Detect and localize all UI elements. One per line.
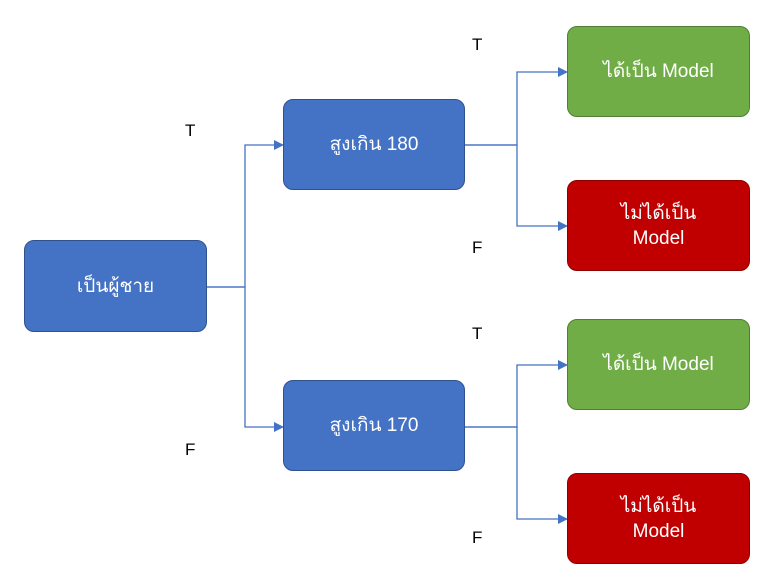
outcome-model-180: ได้เป็น Model — [567, 26, 750, 117]
edge-q170-to-yes — [465, 360, 568, 428]
height-180-label: สูงเกิน 180 — [329, 134, 419, 155]
height-180-node: สูงเกิน 180 — [283, 99, 465, 190]
outcome-model-170-label: ได้เป็น Model — [603, 354, 714, 375]
edge-label-q170-true: T — [472, 324, 483, 343]
outcome-not-model-170-line1: ไม่ได้เป็น — [620, 495, 697, 517]
edge-q170-to-no — [465, 426, 568, 524]
edge-label-root-true: T — [185, 121, 196, 140]
outcome-model-170: ได้เป็น Model — [567, 319, 750, 410]
outcome-not-model-180-line1: ไม่ได้เป็น — [620, 202, 697, 224]
outcome-not-model-170-line2: Model — [632, 520, 685, 542]
outcome-model-180-label: ได้เป็น Model — [603, 61, 714, 82]
edge-label-q170-false: F — [472, 528, 483, 547]
edge-q180-to-yes — [465, 67, 568, 146]
outcome-not-model-170: ไม่ได้เป็น Model — [567, 473, 750, 564]
edge-q180-to-no — [465, 144, 568, 231]
height-170-label: สูงเกิน 170 — [329, 415, 419, 436]
outcome-not-model-180: ไม่ได้เป็น Model — [567, 180, 750, 271]
root-node-label: เป็นผู้ชาย — [76, 275, 155, 297]
height-170-node: สูงเกิน 170 — [283, 380, 465, 471]
edge-label-q180-true: T — [472, 35, 483, 54]
root-node: เป็นผู้ชาย — [24, 240, 207, 332]
outcome-not-model-180-line2: Model — [632, 227, 685, 249]
edge-label-q180-false: F — [472, 238, 483, 257]
edge-root-to-q170 — [207, 286, 284, 432]
edge-root-to-q180 — [207, 140, 284, 288]
edge-label-root-false: F — [185, 440, 196, 459]
